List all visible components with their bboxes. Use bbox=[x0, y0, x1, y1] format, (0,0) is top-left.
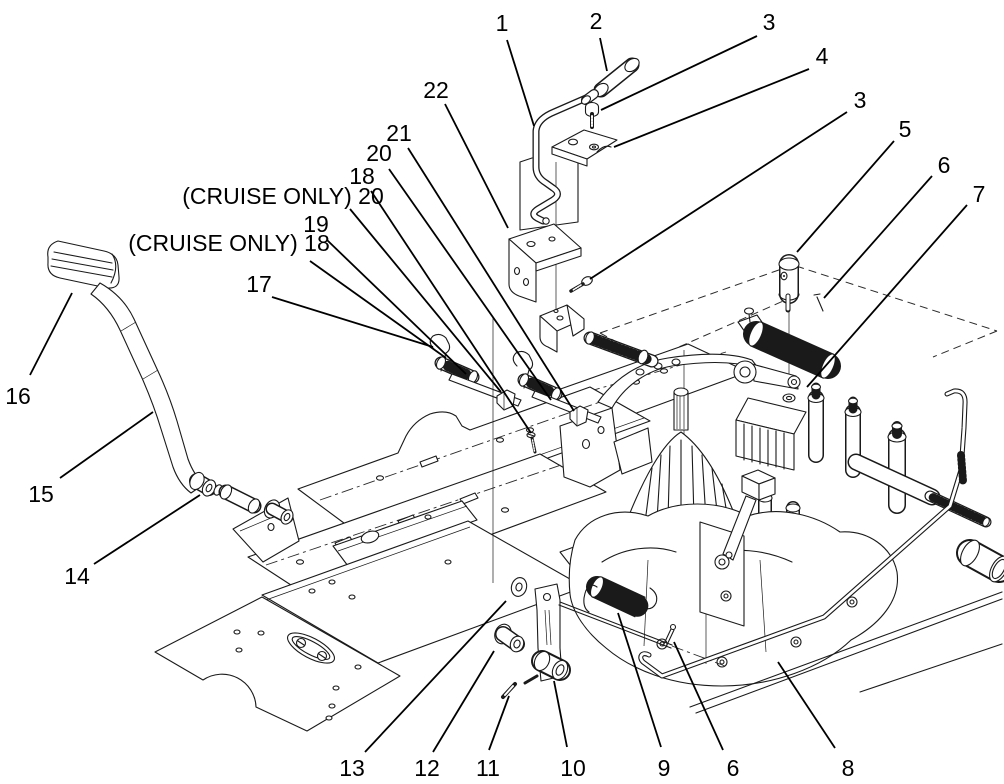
callout-label: 7 bbox=[973, 181, 986, 207]
leader-line bbox=[553, 680, 568, 748]
callout-6: 6 bbox=[823, 152, 951, 299]
callout-17: 17 bbox=[246, 271, 434, 348]
leader-line bbox=[599, 37, 608, 72]
leader-line bbox=[388, 168, 552, 401]
leader-line bbox=[370, 190, 532, 434]
leader-line bbox=[777, 661, 836, 749]
leader-line bbox=[349, 208, 502, 393]
callout-13: 13 bbox=[339, 600, 507, 781]
leader-line bbox=[806, 204, 968, 388]
callout-label: 13 bbox=[339, 755, 365, 781]
callout-label: 9 bbox=[658, 755, 671, 781]
callout-label: 16 bbox=[5, 383, 31, 409]
callout-19: 19 bbox=[303, 211, 467, 375]
callout-label: 6 bbox=[727, 755, 740, 781]
floor-edges-right bbox=[689, 591, 1003, 714]
callout-label: 14 bbox=[64, 563, 90, 589]
leader-line bbox=[617, 612, 662, 748]
callout-label: 15 bbox=[28, 481, 54, 507]
callout-22: 22 bbox=[423, 77, 509, 229]
callout-2: 2 bbox=[590, 8, 608, 72]
leader-line bbox=[506, 39, 535, 127]
callout-1: 1 bbox=[496, 10, 535, 127]
leader-line bbox=[407, 147, 575, 412]
callout-21: 21 bbox=[386, 120, 575, 412]
callout-18: 18 bbox=[349, 163, 532, 434]
leader-line bbox=[432, 650, 495, 753]
callout-14: 14 bbox=[64, 494, 201, 589]
leader-line bbox=[488, 695, 510, 751]
callout-label: 10 bbox=[560, 755, 586, 781]
callout-20: 20 bbox=[366, 140, 552, 401]
leader-line bbox=[59, 411, 154, 479]
callout-label: 1 bbox=[496, 10, 509, 36]
leader-line bbox=[309, 260, 447, 359]
leader-line bbox=[796, 140, 895, 253]
callout-label: 6 bbox=[938, 152, 951, 178]
leader-line bbox=[613, 68, 810, 148]
leader-line bbox=[93, 494, 201, 565]
callout-7: 7 bbox=[806, 181, 986, 388]
callout-12: 12 bbox=[414, 650, 495, 781]
leader-line bbox=[673, 641, 724, 751]
leader-line bbox=[326, 239, 467, 375]
transaxle bbox=[568, 254, 1004, 687]
callout-label: 3 bbox=[763, 9, 776, 35]
callout-label: 5 bbox=[899, 116, 912, 142]
callout-11: 11 bbox=[476, 695, 510, 781]
callout-label: 22 bbox=[423, 77, 449, 103]
callout-5: 5 bbox=[796, 116, 912, 253]
latch-hardware bbox=[429, 333, 602, 454]
leader-line bbox=[29, 292, 73, 376]
leader-line bbox=[600, 35, 758, 111]
leader-line bbox=[444, 103, 509, 229]
callout-label: (CRUISE ONLY) 20 bbox=[182, 183, 384, 209]
callout-4: 4 bbox=[613, 43, 829, 148]
callout-label: 12 bbox=[414, 755, 440, 781]
callout-8: 8 bbox=[777, 661, 855, 781]
callout-9: 9 bbox=[617, 612, 671, 781]
callout-3: 3 bbox=[589, 87, 867, 280]
floor-pans bbox=[154, 520, 585, 732]
callout-cruise-only-20: (CRUISE ONLY) 20 bbox=[182, 183, 502, 393]
brake-rod bbox=[638, 388, 968, 679]
callout-10: 10 bbox=[553, 680, 586, 781]
callout-label: 11 bbox=[476, 755, 500, 781]
callout-label: 3 bbox=[854, 87, 867, 113]
callout-label: 21 bbox=[386, 120, 412, 146]
callout-label: 20 bbox=[366, 140, 392, 166]
callout-label: (CRUISE ONLY) 18 bbox=[128, 230, 330, 256]
lower-linkage bbox=[492, 318, 726, 699]
callout-label: 17 bbox=[246, 271, 272, 297]
leader-line bbox=[364, 600, 507, 753]
shift-rod-assembly bbox=[508, 57, 640, 353]
callout-label: 2 bbox=[590, 8, 603, 34]
callout-3: 3 bbox=[600, 9, 776, 111]
callout-label: 4 bbox=[816, 43, 829, 69]
callout-cruise-only-18: (CRUISE ONLY) 18 bbox=[128, 230, 447, 359]
callout-16: 16 bbox=[5, 292, 73, 409]
callout-label: 18 bbox=[349, 163, 375, 189]
leader-line bbox=[271, 296, 434, 348]
leader-line bbox=[823, 175, 933, 299]
callout-label: 8 bbox=[842, 755, 855, 781]
callout-15: 15 bbox=[28, 411, 154, 507]
callout-label: 19 bbox=[303, 211, 329, 237]
pedal-assembly bbox=[47, 240, 294, 525]
leader-line bbox=[589, 111, 848, 280]
callout-6: 6 bbox=[673, 641, 740, 781]
